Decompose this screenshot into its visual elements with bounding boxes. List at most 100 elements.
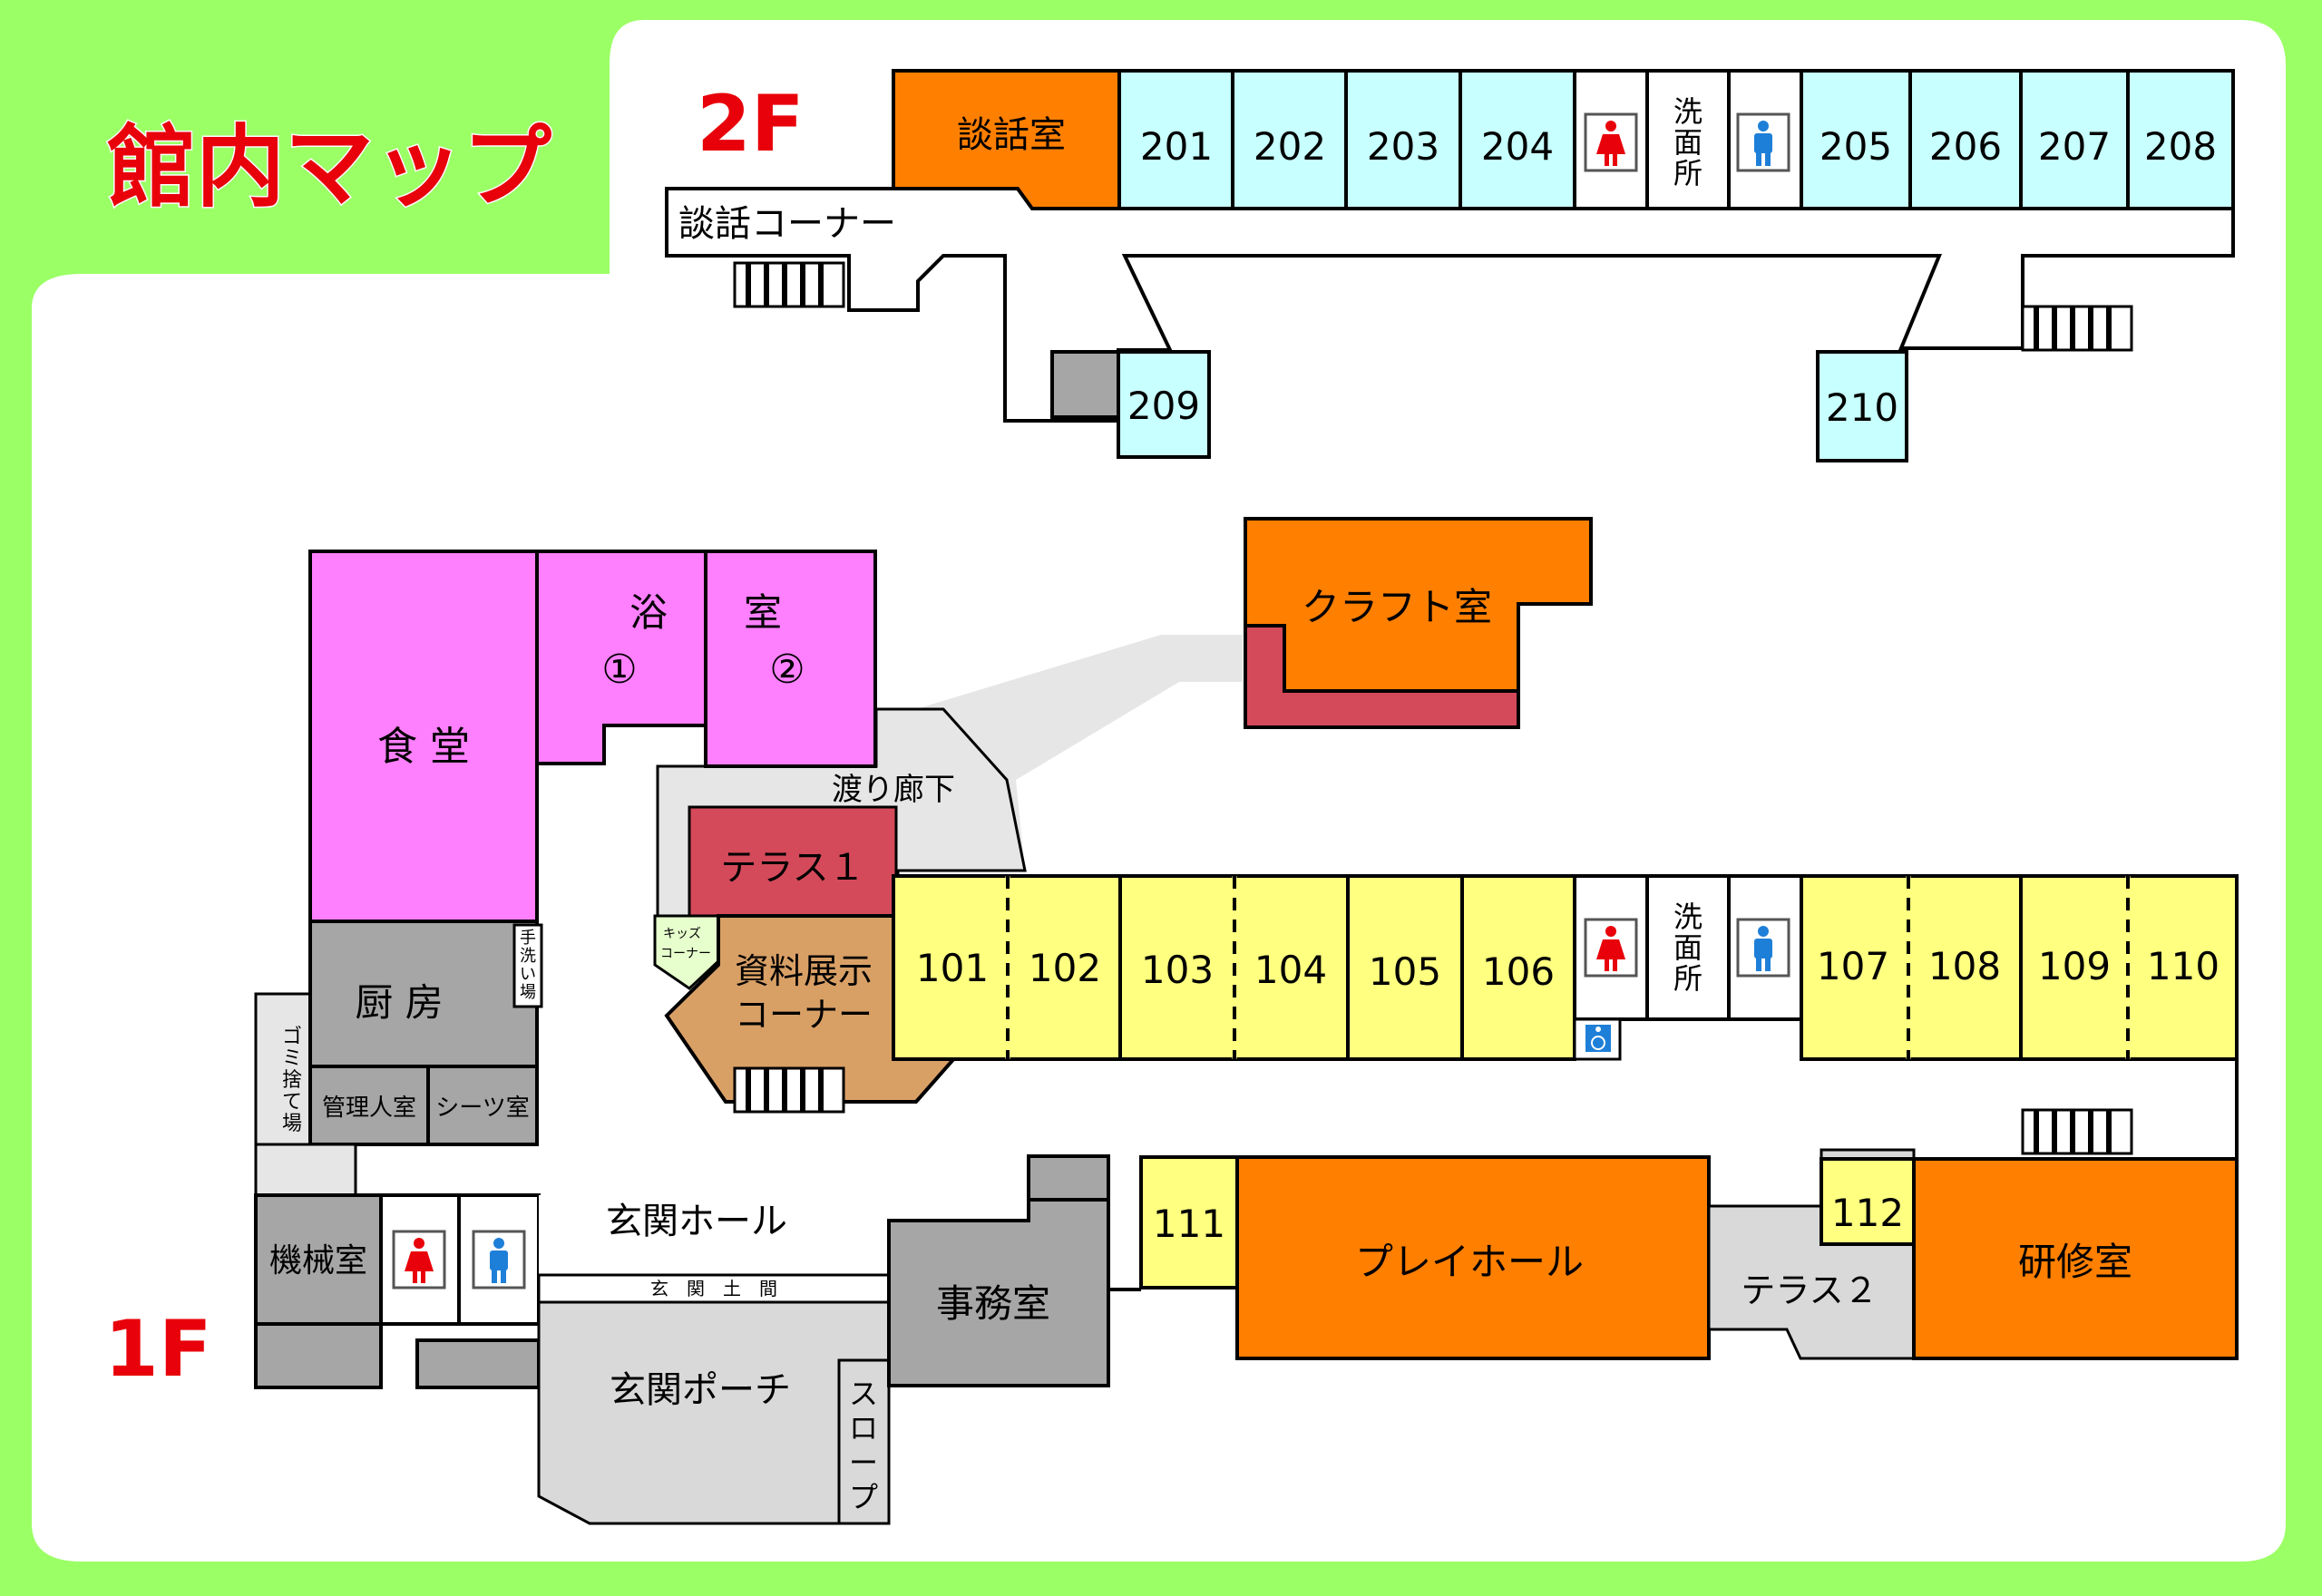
washroom-1f-char: 面 xyxy=(1673,930,1702,965)
kitchen xyxy=(308,920,539,1068)
map-title: 館内マップ xyxy=(107,116,551,219)
room-207 xyxy=(2019,69,2130,210)
trash-char: 場 xyxy=(282,1113,302,1135)
handwash-char: 手 xyxy=(520,929,536,948)
room-203-label: 203 xyxy=(1367,124,1439,169)
entrance-hall-top xyxy=(539,1195,889,1275)
floor-2: 談話コーナー 談話室 201 202 203 204 洗 面 所 205 206… xyxy=(665,69,2235,462)
stairs-icon xyxy=(2023,1110,2132,1153)
corridor-link-label: 渡り廊下 xyxy=(832,772,955,808)
kids-label-1: キッズ xyxy=(663,927,701,941)
slope-char: プ xyxy=(849,1480,878,1514)
danwa-corner: 談話コーナー xyxy=(678,203,896,245)
stairs-icon xyxy=(2023,307,2132,350)
sheets-label: シーツ室 xyxy=(435,1095,529,1122)
bath-1-label: ① xyxy=(601,647,637,693)
room-210-label: 210 xyxy=(1826,385,1898,430)
slope-char: ス xyxy=(849,1377,878,1411)
service-small xyxy=(415,1338,541,1389)
washroom-1f-char: 洗 xyxy=(1673,900,1702,934)
room-201 xyxy=(1117,69,1234,210)
trash-char: ゴ xyxy=(282,1026,302,1048)
kids-corner xyxy=(653,914,720,990)
room-105 xyxy=(1346,874,1464,1061)
trash-char: 捨 xyxy=(282,1069,302,1092)
play-hall-label: プレイホール xyxy=(1355,1240,1584,1284)
handwash-char: 場 xyxy=(520,983,536,1002)
handwash-char: い xyxy=(520,965,536,984)
stairs-icon xyxy=(735,263,844,307)
room-110-label: 110 xyxy=(2147,944,2220,988)
room-107-label: 107 xyxy=(1817,944,1889,988)
room-106-label: 106 xyxy=(1482,949,1555,994)
kids-label-2: コーナー xyxy=(660,947,711,961)
accessible-icon xyxy=(1585,1025,1611,1052)
room-112-label: 112 xyxy=(1831,1191,1904,1235)
room-109-label: 109 xyxy=(2038,944,2111,988)
terrace-2-label: テラス２ xyxy=(1741,1270,1878,1310)
room-104-label: 104 xyxy=(1254,948,1327,992)
map-paper xyxy=(32,20,2286,1562)
room-209-label: 209 xyxy=(1127,384,1200,428)
manager-label: 管理人室 xyxy=(322,1095,416,1122)
entrance-porch-label: 玄関ポーチ xyxy=(610,1369,791,1411)
male-toilet-icon xyxy=(1736,112,1790,172)
bath-label: 浴 室 xyxy=(629,590,782,635)
entrance-floor xyxy=(537,1273,891,1304)
room-208-label: 208 xyxy=(2144,124,2217,169)
slope-char: ロ xyxy=(849,1411,878,1445)
room-210 xyxy=(1816,350,1908,462)
dining-room xyxy=(308,550,539,923)
female-toilet-icon xyxy=(1584,112,1638,172)
room-112 xyxy=(1820,1157,1916,1246)
male-toilet-icon xyxy=(472,1230,526,1289)
terrace-1 xyxy=(688,805,898,918)
exhibit-label-1: 資料展示 xyxy=(735,951,873,991)
trash-lower xyxy=(254,1143,357,1197)
dining-label: 食 堂 xyxy=(377,724,470,770)
handwash xyxy=(512,923,543,1008)
female-toilet-icon xyxy=(1584,918,1638,978)
sheets-room xyxy=(426,1065,539,1146)
floor-1: 渡り廊下 浴 室 ① ② 食 堂 ゴ ミ 捨 て 場 厨 房 手 洗 い 場 管… xyxy=(254,517,2239,1525)
room-209 xyxy=(1117,350,1211,459)
play-hall xyxy=(1235,1155,1711,1360)
slope xyxy=(837,1358,891,1525)
room-110 xyxy=(2126,874,2239,1061)
stairs-icon xyxy=(735,1068,844,1112)
machine-lower xyxy=(254,1322,383,1389)
danwa-room-label: 談話室 xyxy=(957,114,1066,156)
terrace-1-label: テラス１ xyxy=(720,847,864,889)
room-208 xyxy=(2126,69,2235,210)
female-toilet-icon xyxy=(392,1230,446,1289)
bath-2 xyxy=(704,550,877,768)
room-201-label: 201 xyxy=(1140,124,1213,169)
floor-2f-label: 2F xyxy=(697,79,805,170)
room-202-label: 202 xyxy=(1254,124,1326,169)
washroom-2f-char: 洗 xyxy=(1673,94,1702,129)
entrance-floor-label: 玄 関 土 間 xyxy=(650,1278,777,1299)
trash-char: ミ xyxy=(282,1047,302,1070)
room-204-label: 204 xyxy=(1481,124,1554,169)
room-104 xyxy=(1233,874,1350,1061)
bath-2-label: ② xyxy=(769,647,805,693)
kitchen-label: 厨 房 xyxy=(355,980,443,1025)
handwash-char: 洗 xyxy=(520,947,536,966)
room-111 xyxy=(1139,1155,1239,1289)
room-106 xyxy=(1460,874,1576,1061)
trash-char: て xyxy=(282,1091,302,1114)
room-102-label: 102 xyxy=(1029,946,1101,990)
room-105-label: 105 xyxy=(1369,949,1441,994)
room-206 xyxy=(1908,69,2023,210)
training-label: 研修室 xyxy=(2018,1240,2132,1284)
slope-char: ー xyxy=(849,1445,878,1480)
office-top xyxy=(1027,1154,1110,1202)
washroom-1f-char: 所 xyxy=(1673,961,1702,996)
office-label: 事務室 xyxy=(936,1281,1050,1326)
room-206-label: 206 xyxy=(1929,124,2002,169)
training-room xyxy=(1912,1157,2239,1360)
room-205-label: 205 xyxy=(1820,124,1892,169)
washroom-2f-char: 所 xyxy=(1673,156,1702,190)
craft-room-accent xyxy=(1244,624,1520,729)
